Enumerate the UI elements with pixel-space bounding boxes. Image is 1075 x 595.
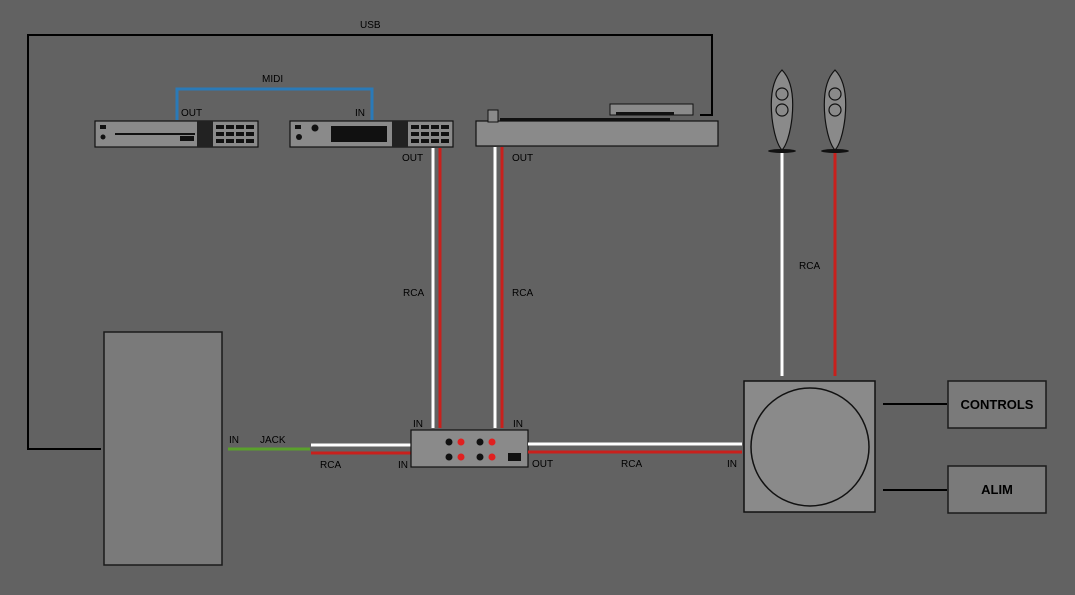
amp-in-label: IN xyxy=(727,459,737,470)
midi-cable xyxy=(175,87,374,120)
midi-in-label: IN xyxy=(355,108,365,119)
rca-bottom-left-label: RCA xyxy=(320,460,341,471)
rca-middle-label: RCA xyxy=(512,288,533,299)
rca-bottom-right-label: RCA xyxy=(621,459,642,470)
alim-box xyxy=(947,465,1047,514)
turntable-device xyxy=(475,103,719,147)
jack-label: JACK xyxy=(260,435,286,446)
alim-label: ALIM xyxy=(981,482,1013,497)
usb-label: USB xyxy=(360,20,381,31)
mixer-out-label: OUT xyxy=(532,459,553,470)
rca-speakers-label: RCA xyxy=(799,261,820,272)
usb-cable xyxy=(27,34,713,450)
controls-box xyxy=(947,380,1047,429)
mixer-in-left-label: IN xyxy=(413,419,423,430)
mixer-box xyxy=(410,429,529,468)
subwoofer-box xyxy=(743,380,876,513)
synth-out-label: OUT xyxy=(402,153,423,164)
mixer-in-right-label: IN xyxy=(513,419,523,430)
controls-label: CONTROLS xyxy=(961,397,1034,412)
midi-label: MIDI xyxy=(262,74,283,85)
turntable-out-label: OUT xyxy=(512,153,533,164)
rack-device-1 xyxy=(94,120,259,148)
computer-box xyxy=(103,331,223,566)
mixer-in-side-label: IN xyxy=(398,460,408,471)
rack-device-2 xyxy=(289,120,454,148)
midi-out-label: OUT xyxy=(181,108,202,119)
computer-in-label: IN xyxy=(229,435,239,446)
speaker-right xyxy=(821,69,849,153)
rca-left-label: RCA xyxy=(403,288,424,299)
speaker-left xyxy=(768,69,796,153)
